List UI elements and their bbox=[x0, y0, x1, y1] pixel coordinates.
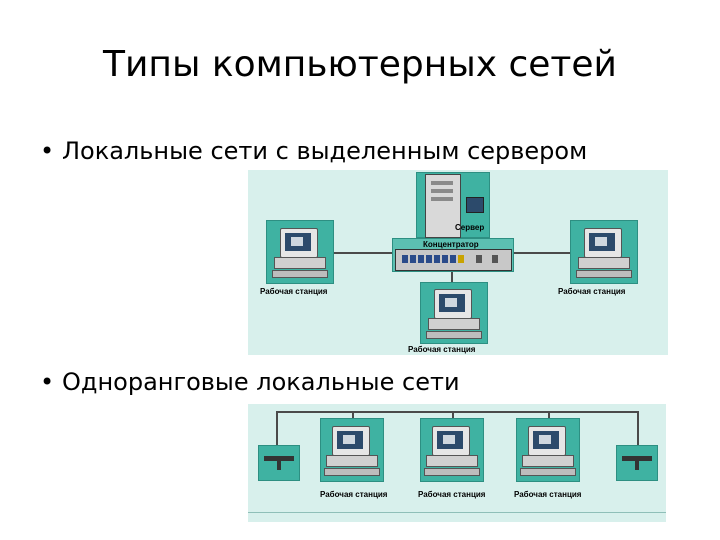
bus-line bbox=[276, 411, 638, 413]
bullet-text: Локальные сети с выделенным сервером bbox=[62, 137, 588, 165]
hub-icon bbox=[395, 249, 512, 271]
drop-right-term bbox=[637, 411, 639, 445]
server-network-diagram: Сервер Концентратор Рабочая станция Рабо… bbox=[248, 170, 668, 355]
bottom-rule bbox=[248, 512, 666, 513]
terminator-left-tile bbox=[258, 445, 300, 481]
slide-title: Типы компьютерных сетей bbox=[103, 44, 617, 85]
bullet-dot: • bbox=[40, 137, 55, 165]
workstation-icon bbox=[270, 226, 330, 278]
drop-pc-3 bbox=[548, 411, 550, 421]
peer-workstation-2-label: Рабочая станция bbox=[418, 490, 486, 499]
hub-label: Концентратор bbox=[423, 240, 479, 249]
peer-workstation-2-tile bbox=[420, 418, 484, 482]
hub-tile: Концентратор bbox=[392, 238, 514, 272]
workstation-right-label: Рабочая станция bbox=[558, 287, 626, 296]
bullet-text: Одноранговые локальные сети bbox=[62, 368, 460, 396]
workstation-icon bbox=[574, 226, 634, 278]
peer-workstation-3-label: Рабочая станция bbox=[514, 490, 582, 499]
server-tile: Сервер bbox=[416, 172, 490, 238]
workstation-icon bbox=[422, 424, 482, 476]
workstation-icon bbox=[424, 287, 484, 339]
terminator-icon bbox=[264, 456, 294, 470]
server-label: Сервер bbox=[455, 223, 485, 232]
bullet-dot: • bbox=[40, 368, 55, 396]
peer-workstation-1-tile bbox=[320, 418, 384, 482]
drop-pc-2 bbox=[452, 411, 454, 421]
wire-down bbox=[451, 268, 453, 282]
drop-pc-1 bbox=[352, 411, 354, 421]
terminator-right-tile bbox=[616, 445, 658, 481]
wire-right bbox=[512, 252, 570, 254]
workstation-icon bbox=[518, 424, 578, 476]
wire-left bbox=[332, 252, 392, 254]
peer-workstation-1-label: Рабочая станция bbox=[320, 490, 388, 499]
peer-workstation-3-tile bbox=[516, 418, 580, 482]
workstation-bottom-tile bbox=[420, 282, 488, 344]
workstation-left-label: Рабочая станция bbox=[260, 287, 328, 296]
peer-network-diagram: Рабочая станция Рабочая станция Рабочая … bbox=[248, 404, 666, 522]
workstation-right-tile bbox=[570, 220, 638, 284]
workstation-left-tile bbox=[266, 220, 334, 284]
bullet-peer-to-peer: •Одноранговые локальные сети bbox=[40, 368, 460, 396]
workstation-bottom-label: Рабочая станция bbox=[408, 345, 476, 354]
terminator-icon bbox=[622, 456, 652, 470]
bullet-dedicated-server: •Локальные сети с выделенным сервером bbox=[40, 137, 587, 165]
drop-left-term bbox=[276, 411, 278, 445]
workstation-icon bbox=[322, 424, 382, 476]
server-icon bbox=[425, 174, 484, 238]
